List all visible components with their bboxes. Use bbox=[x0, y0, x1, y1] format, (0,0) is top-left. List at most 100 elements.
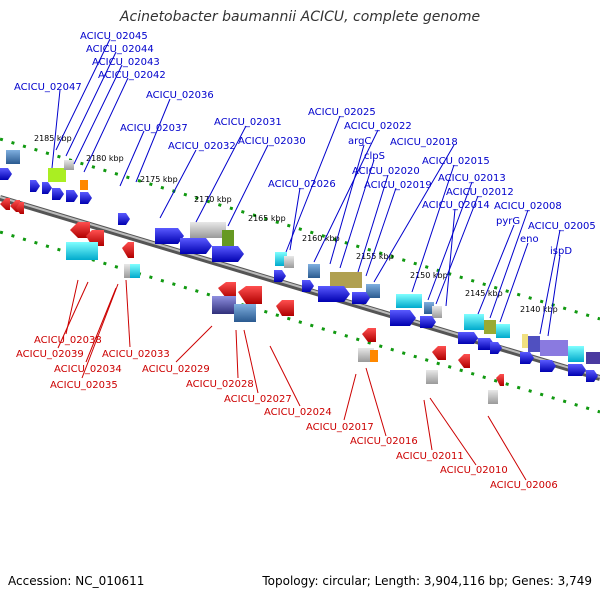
gene-arrow bbox=[80, 192, 92, 204]
gene-label: ACICU_02039 bbox=[16, 349, 84, 360]
tick-label: 2150 kbp bbox=[410, 271, 448, 280]
gene-label: eno bbox=[520, 234, 539, 245]
tick-label: 2180 kbp bbox=[86, 154, 124, 163]
gene-arrow bbox=[420, 316, 436, 328]
gene-arrow bbox=[352, 292, 370, 304]
gene-label: ACICU_02024 bbox=[264, 407, 332, 418]
gene-label: ACICU_02025 bbox=[308, 107, 376, 118]
tick-label: 2160 kbp bbox=[302, 234, 340, 243]
gene-arrow bbox=[212, 246, 244, 262]
gene-arrow bbox=[496, 374, 504, 386]
gene-label: ACICU_02044 bbox=[86, 44, 154, 55]
reverse-leader-lines bbox=[57, 279, 527, 481]
gene-arrow bbox=[0, 198, 10, 210]
tick-label: 2155 kbp bbox=[356, 252, 394, 261]
gene-label: ACICU_02022 bbox=[344, 121, 412, 132]
gene-box bbox=[586, 352, 600, 364]
gene-label: ACICU_02036 bbox=[146, 90, 214, 101]
tick-label: 2140 kbp bbox=[520, 305, 558, 314]
reverse-genes bbox=[0, 198, 504, 404]
gene-label: ACICU_02042 bbox=[98, 70, 166, 81]
gene-arrow bbox=[568, 364, 586, 376]
upper-tick-track bbox=[0, 137, 600, 321]
gene-label: ACICU_02011 bbox=[396, 451, 464, 462]
gene-label: ACICU_02047 bbox=[14, 82, 82, 93]
gene-box bbox=[522, 334, 528, 348]
gene-arrow bbox=[122, 242, 134, 258]
gene-label: ACICU_02019 bbox=[364, 180, 432, 191]
gene-arrow bbox=[490, 342, 502, 354]
gene-arrow bbox=[0, 168, 12, 180]
tick-label: 2170 kbp bbox=[194, 195, 232, 204]
gene-label: pyrG bbox=[496, 216, 520, 227]
gene-arrow bbox=[66, 190, 78, 202]
gene-arrow bbox=[70, 222, 90, 238]
gene-arrow bbox=[274, 270, 286, 282]
gene-label: clpS bbox=[364, 151, 385, 162]
gene-arrow bbox=[16, 202, 24, 214]
gene-label: ACICU_02029 bbox=[142, 364, 210, 375]
tick-label: 2175 kbp bbox=[140, 175, 178, 184]
gene-arrow bbox=[458, 354, 470, 368]
gene-box bbox=[366, 284, 380, 298]
gene-label: ACICU_02035 bbox=[50, 380, 118, 391]
gene-label: ACICU_02033 bbox=[102, 349, 170, 360]
gene-arrow bbox=[586, 370, 598, 382]
gene-box bbox=[370, 350, 378, 362]
tick-label: 2185 kbp bbox=[34, 134, 72, 143]
gene-arrow bbox=[302, 280, 314, 292]
lower-tick-track bbox=[0, 230, 600, 414]
gene-box bbox=[66, 242, 98, 260]
gene-arrow bbox=[238, 286, 262, 304]
gene-label: ACICU_02037 bbox=[120, 123, 188, 134]
gene-label: ACICU_02017 bbox=[306, 422, 374, 433]
gene-label: ispD bbox=[550, 246, 572, 257]
gene-label: ACICU_02015 bbox=[422, 156, 490, 167]
accession-label: Accession: NC_010611 bbox=[8, 574, 145, 588]
gene-arrow bbox=[118, 213, 130, 225]
gene-box bbox=[64, 160, 74, 170]
gene-box bbox=[212, 296, 236, 314]
gene-box bbox=[426, 370, 438, 384]
gene-box bbox=[190, 222, 226, 238]
gene-box bbox=[234, 304, 256, 322]
gene-label: ACICU_02032 bbox=[168, 141, 236, 152]
gene-label: argC bbox=[348, 136, 371, 147]
gene-label: ACICU_02045 bbox=[80, 31, 148, 42]
gene-label: ACICU_02030 bbox=[238, 136, 306, 147]
gene-box bbox=[496, 324, 510, 338]
gene-label: ACICU_02010 bbox=[440, 465, 508, 476]
forward-labels: ACICU_02045 ACICU_02044 ACICU_02043 ACIC… bbox=[14, 31, 596, 257]
gene-box bbox=[222, 230, 234, 246]
gene-arrow bbox=[432, 346, 446, 360]
gene-arrow bbox=[30, 180, 40, 192]
gene-box bbox=[330, 272, 362, 288]
gene-arrow bbox=[180, 238, 212, 254]
forward-genes bbox=[0, 150, 600, 382]
gene-label: ACICU_02013 bbox=[438, 173, 506, 184]
gene-label: ACICU_02008 bbox=[494, 201, 562, 212]
gene-arrow bbox=[42, 182, 52, 194]
gene-box bbox=[424, 302, 434, 314]
gene-box bbox=[540, 340, 568, 356]
gene-arrow bbox=[155, 228, 184, 244]
gene-box bbox=[48, 168, 66, 182]
kbp-ticks: 2185 kbp 2180 kbp 2175 kbp 2170 kbp 2165… bbox=[34, 134, 558, 314]
gene-box bbox=[6, 150, 20, 164]
gene-box bbox=[80, 180, 88, 190]
gene-arrow bbox=[52, 188, 64, 200]
gene-box bbox=[432, 306, 442, 318]
gene-label: ACICU_02027 bbox=[224, 394, 292, 405]
gene-box bbox=[124, 264, 130, 278]
gene-label: ACICU_02016 bbox=[350, 436, 418, 447]
forward-leader-lines bbox=[51, 38, 561, 337]
gene-label: ACICU_02034 bbox=[54, 364, 122, 375]
gene-arrow bbox=[390, 310, 416, 326]
gene-label: ACICU_02028 bbox=[186, 379, 254, 390]
gene-arrow bbox=[458, 332, 478, 344]
gene-arrow bbox=[540, 360, 556, 372]
gene-label: ACICU_02026 bbox=[268, 179, 336, 190]
gene-box bbox=[568, 346, 584, 362]
gene-arrow bbox=[318, 286, 350, 302]
